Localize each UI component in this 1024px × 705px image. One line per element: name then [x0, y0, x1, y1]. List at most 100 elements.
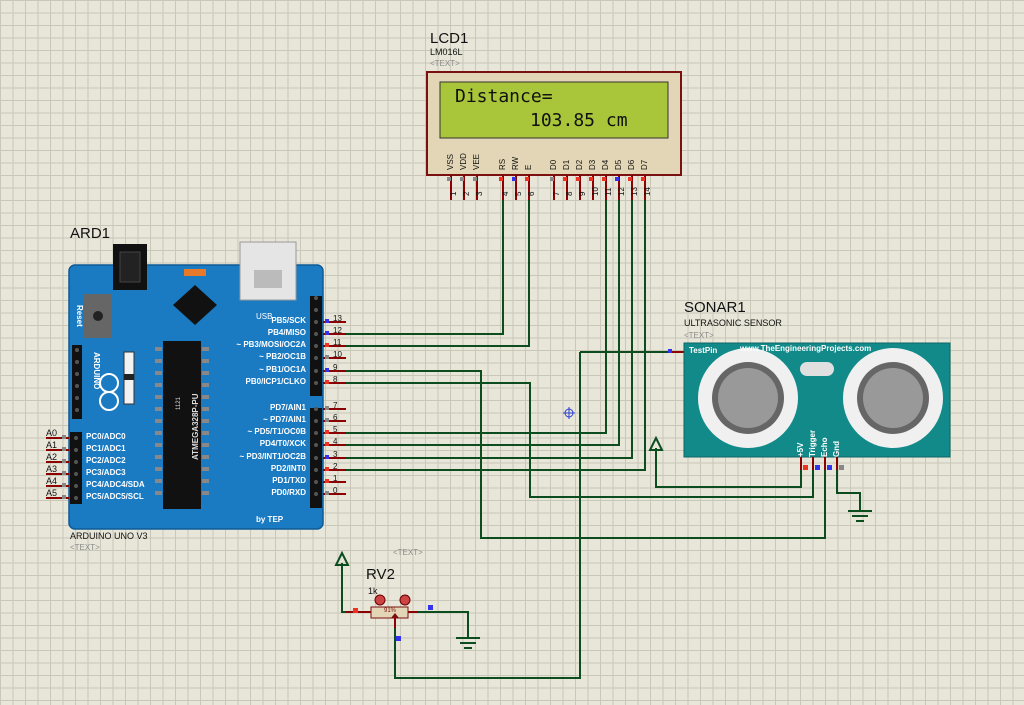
- potentiometer[interactable]: [346, 594, 433, 641]
- crystal-icon: [800, 362, 834, 376]
- sonar-testpin-label: TestPin: [689, 346, 718, 355]
- pin-number: 5: [333, 425, 338, 434]
- arduino-board[interactable]: [46, 241, 346, 530]
- pot-percent-label: 91%: [384, 608, 397, 614]
- lcd-pin-name: RW: [511, 156, 520, 170]
- lcd-pin-number: 7: [552, 191, 561, 196]
- pin-number: 10: [333, 350, 342, 359]
- lcd-pin-number: 3: [475, 191, 484, 196]
- arduino-by-label: by TEP: [256, 515, 284, 524]
- pin-number: 6: [333, 413, 338, 422]
- lcd-ref-label: LCD1: [430, 30, 469, 47]
- pin-number: 3: [333, 450, 338, 459]
- lcd-module[interactable]: [426, 71, 682, 200]
- sonar-website: www.TheEngineeringProjects.com: [740, 344, 872, 353]
- lcd-pin-name: E: [524, 164, 533, 170]
- lcd-pin-number: 1: [449, 191, 458, 196]
- pin-name: PD0/RXD: [271, 488, 306, 497]
- pot-value-label: 1k: [368, 586, 378, 596]
- sonar-pin-label: Gnd: [832, 441, 841, 457]
- pot-decrease-button[interactable]: [374, 594, 386, 606]
- microcontroller-chip-icon: [163, 341, 201, 509]
- lcd-pin-number: 2: [462, 191, 471, 196]
- pin-name: PC5/ADC5/SCL: [86, 492, 144, 501]
- pin-name: PC3/ADC3: [86, 468, 126, 477]
- pin-name: ~ PB3/MOSI/OC2A: [236, 340, 306, 349]
- pin-number: A2: [46, 452, 58, 462]
- pot-text-tag: <TEXT>: [393, 548, 423, 557]
- lcd-pin-name: VEE: [472, 153, 481, 170]
- lcd-screen: [439, 81, 669, 139]
- ultrasonic-sensor[interactable]: [668, 342, 951, 470]
- pin-number: A1: [46, 440, 58, 450]
- pin-number: 1: [333, 474, 338, 483]
- lcd-pin-number: 13: [630, 187, 639, 196]
- chip-code: 1121: [176, 397, 182, 410]
- lcd-pin-number: 11: [604, 187, 613, 196]
- pin-name: PC4/ADC4/SDA: [86, 480, 145, 489]
- pin-name: PB4/MISO: [267, 328, 306, 337]
- lcd-pin-name: D3: [588, 159, 597, 170]
- lcd-pin-name: RS: [498, 158, 507, 170]
- lcd-pin-number: 14: [643, 187, 652, 196]
- arduino-brand: ARDUINO: [92, 352, 101, 390]
- sonar-text-tag: <TEXT>: [684, 331, 714, 340]
- pin-name: PB5/SCK: [271, 316, 306, 325]
- pin-name: PC1/ADC1: [86, 444, 126, 453]
- lcd-pin-name: D4: [601, 159, 610, 170]
- pin-name: PD2/INT0: [270, 464, 306, 473]
- lcd-pin-name: D6: [627, 159, 636, 170]
- pot-ref-label: RV2: [366, 566, 395, 583]
- arduino-model-label: ARDUINO UNO V3: [70, 531, 148, 541]
- pin-name: ~ PD7/AIN1: [263, 415, 306, 424]
- pin-name: ~ PB2/OC1B: [259, 352, 306, 361]
- header-left: [70, 432, 82, 504]
- sonar-model-label: ULTRASONIC SENSOR: [684, 318, 782, 328]
- lcd-pin-name: D1: [562, 159, 571, 170]
- lcd-model-label: LM016L: [430, 47, 463, 57]
- pot-increase-button[interactable]: [399, 594, 411, 606]
- pin-name: PB0/ICP1/CLKO: [245, 377, 306, 386]
- lcd-line1: Distance=: [455, 86, 553, 107]
- pin-number: A3: [46, 464, 58, 474]
- lcd-text-tag: <TEXT>: [430, 59, 460, 68]
- pin-name: ~ PB1/OC1A: [259, 365, 306, 374]
- chip-label: ATMEGA328P-PU: [191, 393, 200, 460]
- sonar-pin-label: +5V: [796, 442, 805, 457]
- pin-name: ~ PD3/INT1/OC2B: [239, 452, 306, 461]
- lcd-pin-number: 5: [514, 191, 523, 196]
- lcd-pin-name: VSS: [446, 153, 455, 170]
- lcd-pin-number: 4: [501, 191, 510, 196]
- crosshair-icon: [563, 407, 575, 419]
- pin-name: PC0/ADC0: [86, 432, 126, 441]
- pin-number: A5: [46, 488, 58, 498]
- lcd-pin-name: D2: [575, 159, 584, 170]
- pin-name: ~ PD5/T1/OC0B: [247, 427, 306, 436]
- lcd-pin-name: VDD: [459, 153, 468, 170]
- lcd-pin-name: D5: [614, 159, 623, 170]
- arduino-text-tag: <TEXT>: [70, 543, 100, 552]
- pin-number: 0: [333, 486, 338, 495]
- pin-name: PD7/AIN1: [269, 403, 306, 412]
- pin-name: PD1/TXD: [272, 476, 306, 485]
- usb-label: USB: [256, 312, 273, 321]
- reset-label: Reset: [75, 305, 84, 327]
- pin-number: 13: [333, 314, 342, 323]
- pin-number: 7: [333, 401, 338, 410]
- pin-number: 4: [333, 437, 338, 446]
- lcd-line2: 103.85 cm: [530, 110, 628, 131]
- small-chip-icon: [173, 285, 217, 325]
- pin-number: 9: [333, 363, 338, 372]
- lcd-pin-number: 9: [578, 191, 587, 196]
- power-symbols: [334, 435, 872, 649]
- pin-number: 11: [333, 338, 342, 347]
- pin-number: 12: [333, 326, 342, 335]
- header-power: [72, 345, 82, 419]
- lcd-pin-number: 8: [565, 191, 574, 196]
- lcd-pin-number: 12: [617, 187, 626, 196]
- pin-number: A0: [46, 428, 58, 438]
- pin-name: PC2/ADC2: [86, 456, 126, 465]
- lcd-pin-name: D7: [640, 159, 649, 170]
- pin-number: 8: [333, 375, 338, 384]
